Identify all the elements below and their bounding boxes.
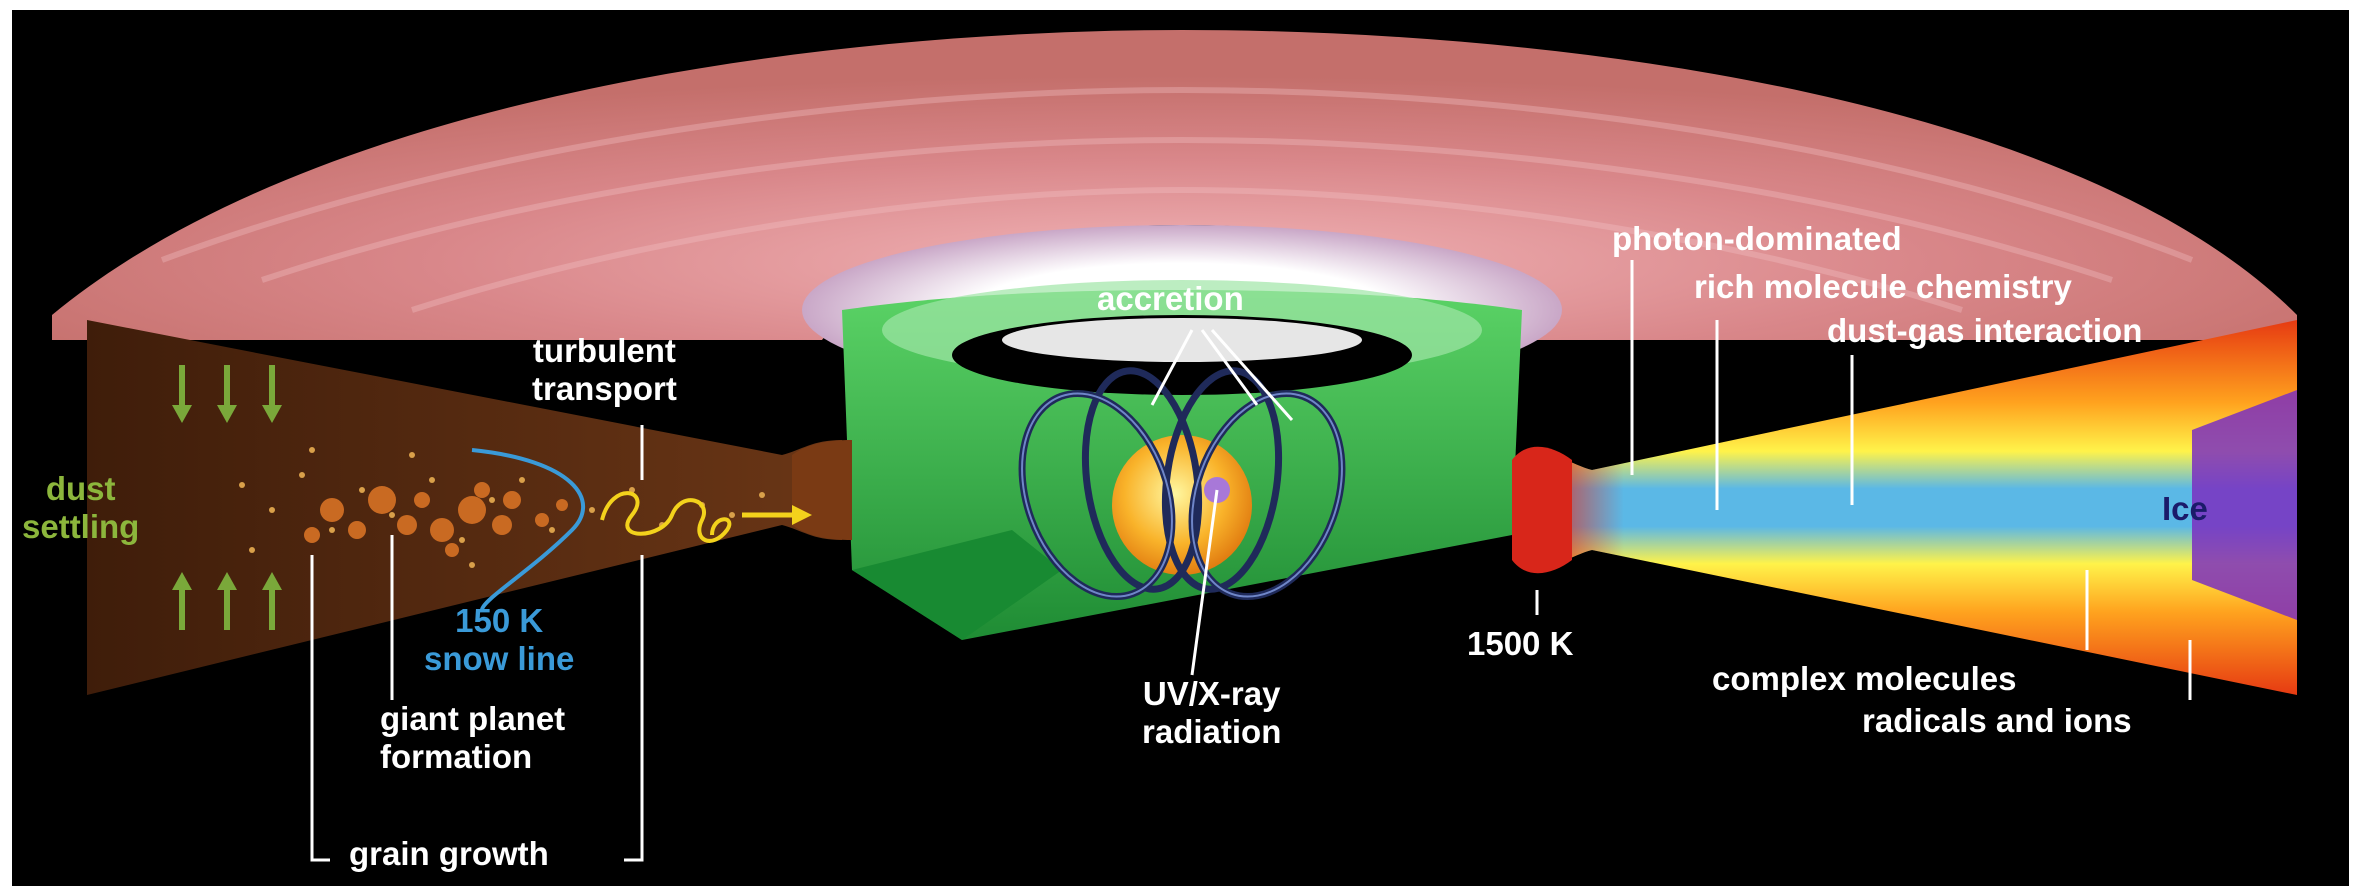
giant-planet-line1: giant planet [380, 700, 566, 737]
rich-chemistry-label: rich molecule chemistry [1694, 268, 2072, 305]
dust-settling-line2: settling [22, 508, 140, 545]
temp-1500k-label: 1500 K [1467, 625, 1574, 662]
central-star [1112, 435, 1252, 575]
snow-line-line2: snow line [424, 640, 575, 677]
turbulent-transport-label: turbulent transport [532, 332, 677, 408]
ice-label: Ice [2162, 490, 2208, 527]
right-inner-rim [1512, 446, 1572, 574]
disk-surface-texture [160, 86, 2194, 313]
dust-grains [304, 482, 568, 557]
leader-lines [310, 260, 2192, 862]
protoplanetary-disk-illustration [52, 30, 2297, 862]
settling-arrows-icon [172, 365, 282, 630]
turbulent-line1: turbulent [532, 332, 676, 369]
dust-settling-label: dust settling [22, 470, 139, 546]
turbulent-line2: transport [532, 370, 677, 407]
giant-planet-label: giant planet formation [380, 700, 565, 776]
snow-line-label: 150 K snow line [424, 602, 574, 678]
giant-planet-line2: formation [380, 738, 533, 775]
photon-dominated-label: photon-dominated [1612, 220, 1902, 257]
uv-xray-line1: UV/X-ray [1142, 675, 1281, 712]
snow-line-line1: 150 K [455, 602, 544, 639]
uv-xray-label: UV/X-ray radiation [1142, 675, 1281, 751]
dust-settling-line1: dust [45, 470, 116, 507]
left-inner-rim [792, 440, 852, 540]
dust-particles [239, 447, 765, 568]
turbulence-squiggle [600, 491, 732, 543]
dust-gas-label: dust-gas interaction [1827, 312, 2143, 349]
disk-top-surface [52, 30, 2297, 340]
diagram-canvas: dust settling turbulent transport 150 K … [12, 10, 2349, 886]
uv-xray-line2: radiation [1142, 713, 1282, 750]
transport-arrow-icon [742, 505, 812, 525]
ice-region [2192, 390, 2297, 620]
complex-molecules-label: complex molecules [1712, 660, 2017, 697]
grain-growth-label: grain growth [349, 835, 549, 872]
accretion-label: accretion [1097, 280, 1244, 317]
radicals-ions-label: radicals and ions [1862, 702, 2132, 739]
snow-line-curve [471, 448, 585, 611]
